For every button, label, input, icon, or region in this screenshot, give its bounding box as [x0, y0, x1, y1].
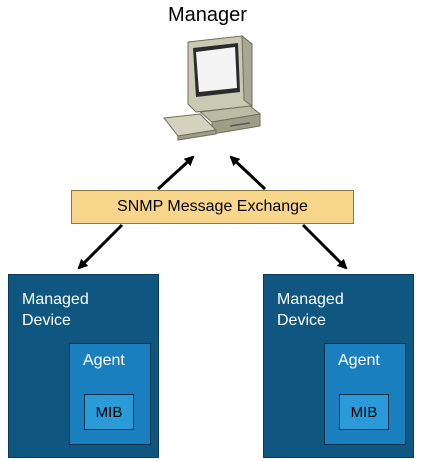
arrow-to-manager-left: [156, 155, 195, 191]
snmp-message-exchange-box: SNMP Message Exchange: [71, 190, 354, 224]
mib-label: MIB: [350, 403, 378, 421]
snmp-message-exchange-label: SNMP Message Exchange: [117, 198, 308, 215]
mib-box: MIB: [84, 394, 134, 430]
arrow-to-device-right: [301, 223, 348, 270]
managed-device-left: Managed Device Agent MIB: [8, 274, 159, 458]
agent-label: Agent: [338, 352, 380, 369]
agent-box: Agent MIB: [69, 343, 151, 445]
arrow-to-device-left: [77, 223, 124, 270]
agent-label: Agent: [83, 352, 125, 369]
managed-device-label: Managed Device: [22, 291, 89, 329]
managed-device-right: Managed Device Agent MIB: [263, 274, 414, 458]
manager-title: Manager: [168, 4, 247, 26]
mib-label: MIB: [95, 403, 123, 421]
arrow-to-manager-right: [229, 155, 267, 191]
agent-box: Agent MIB: [324, 343, 406, 445]
computer-icon: [163, 34, 262, 141]
managed-device-label: Managed Device: [277, 291, 344, 329]
mib-box: MIB: [339, 394, 389, 430]
